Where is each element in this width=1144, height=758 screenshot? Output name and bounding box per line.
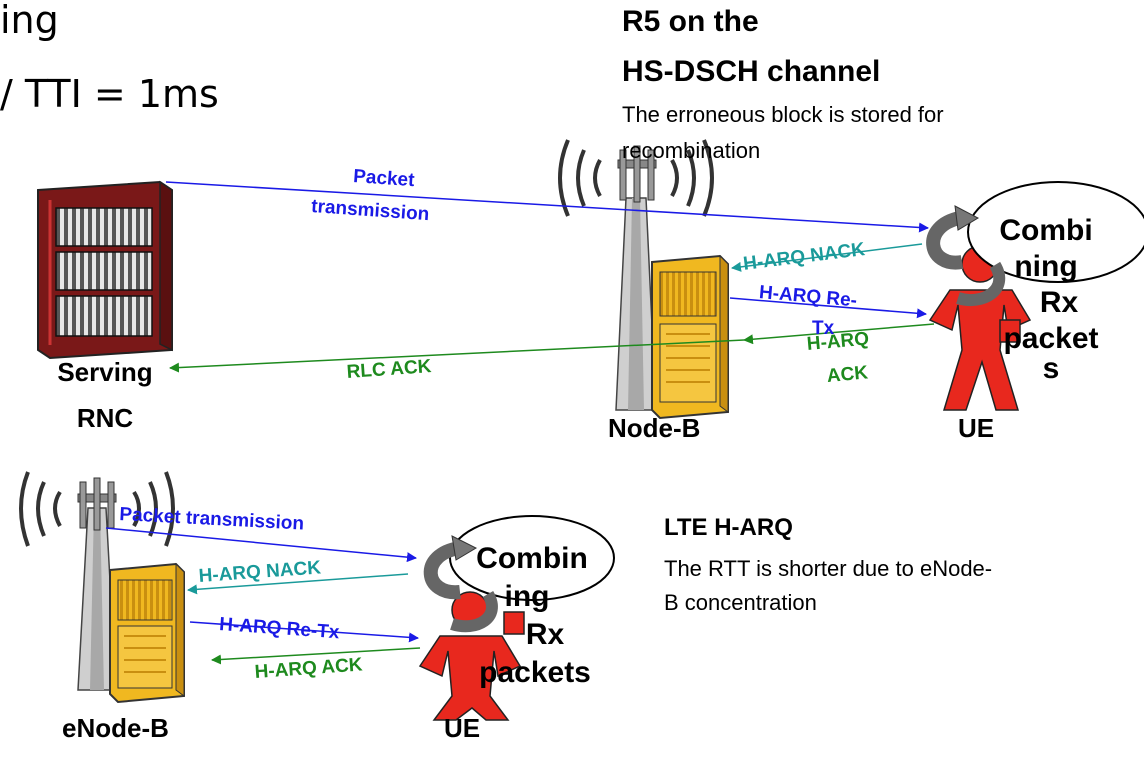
rlc-ack-arrow bbox=[169, 339, 745, 373]
combining-bottom-line-3: Rx bbox=[525, 618, 565, 651]
harq-nack-arrow-bottom bbox=[187, 573, 409, 595]
packet-transmission-arrow-bottom bbox=[105, 527, 417, 563]
harq-retx-label-line-2: Tx bbox=[812, 318, 835, 339]
nodeb-label: Node-B bbox=[608, 413, 701, 443]
combining-top-line-5: s bbox=[1042, 352, 1060, 385]
lte-note-line-1: The RTT is shorter due to eNode- bbox=[664, 556, 993, 581]
harq-ack-arrow-top bbox=[743, 323, 935, 345]
combining-top-line-4: packet bbox=[1003, 322, 1099, 355]
combining-top-line-3: Rx bbox=[1039, 286, 1079, 319]
serving-rnc-server-icon bbox=[37, 180, 173, 360]
r5-title-line-1: R5 on the bbox=[622, 5, 759, 38]
enodeb-cabinet-icon bbox=[109, 562, 185, 704]
ue-top-label: UE bbox=[958, 413, 995, 443]
r5-note-line-2: recombination bbox=[622, 138, 761, 163]
r5-note-line-1: The erroneous block is stored for bbox=[622, 102, 944, 127]
combining-bubble-top bbox=[926, 181, 1144, 307]
harq-retx-arrow-bottom bbox=[189, 621, 419, 643]
serving-label-line-2: RNC bbox=[76, 403, 134, 433]
harq-nack-arrow-top bbox=[731, 243, 923, 272]
combining-text-bottom: Combin ing Rx packets bbox=[452, 540, 612, 692]
nodeb-cabinet-icon bbox=[651, 254, 729, 420]
header-line-1: ing bbox=[0, 0, 59, 42]
combining-bottom-line-2: ing bbox=[504, 580, 550, 613]
enodeb-antenna-icon bbox=[19, 471, 175, 691]
combining-bubble-bottom bbox=[423, 515, 615, 633]
lte-note-line-2: B concentration bbox=[664, 590, 817, 615]
combining-top-line-2: ning bbox=[1014, 250, 1078, 283]
nodeb-antenna-icon bbox=[558, 139, 714, 411]
lte-title: LTE H-ARQ bbox=[664, 514, 793, 541]
combining-bottom-line-1: Combin bbox=[476, 542, 588, 575]
combining-top-line-1: Combi bbox=[999, 214, 1093, 247]
serving-label-line-1: Serving bbox=[57, 357, 153, 387]
packet-label-line-1: Packet bbox=[352, 166, 416, 192]
ue-bottom-label: UE bbox=[444, 713, 481, 743]
combining-text-top: Combi ning Rx packet s bbox=[966, 214, 1126, 386]
combining-bottom-line-4: packets bbox=[479, 656, 591, 689]
packet-transmission-arrow-top bbox=[165, 181, 929, 233]
harq-ack-arrow-bottom bbox=[211, 647, 421, 665]
ue-top-person-icon bbox=[928, 245, 1032, 411]
serving-rnc-label: Serving RNC bbox=[30, 356, 180, 434]
harq-retx-arrow-top bbox=[729, 297, 927, 319]
r5-title-line-2: HS-DSCH channel bbox=[622, 55, 881, 88]
header-line-2: / TTI = 1ms bbox=[0, 72, 219, 116]
enodeb-label: eNode-B bbox=[62, 713, 169, 743]
harq-ack-label-line-2: ACK bbox=[826, 362, 869, 387]
